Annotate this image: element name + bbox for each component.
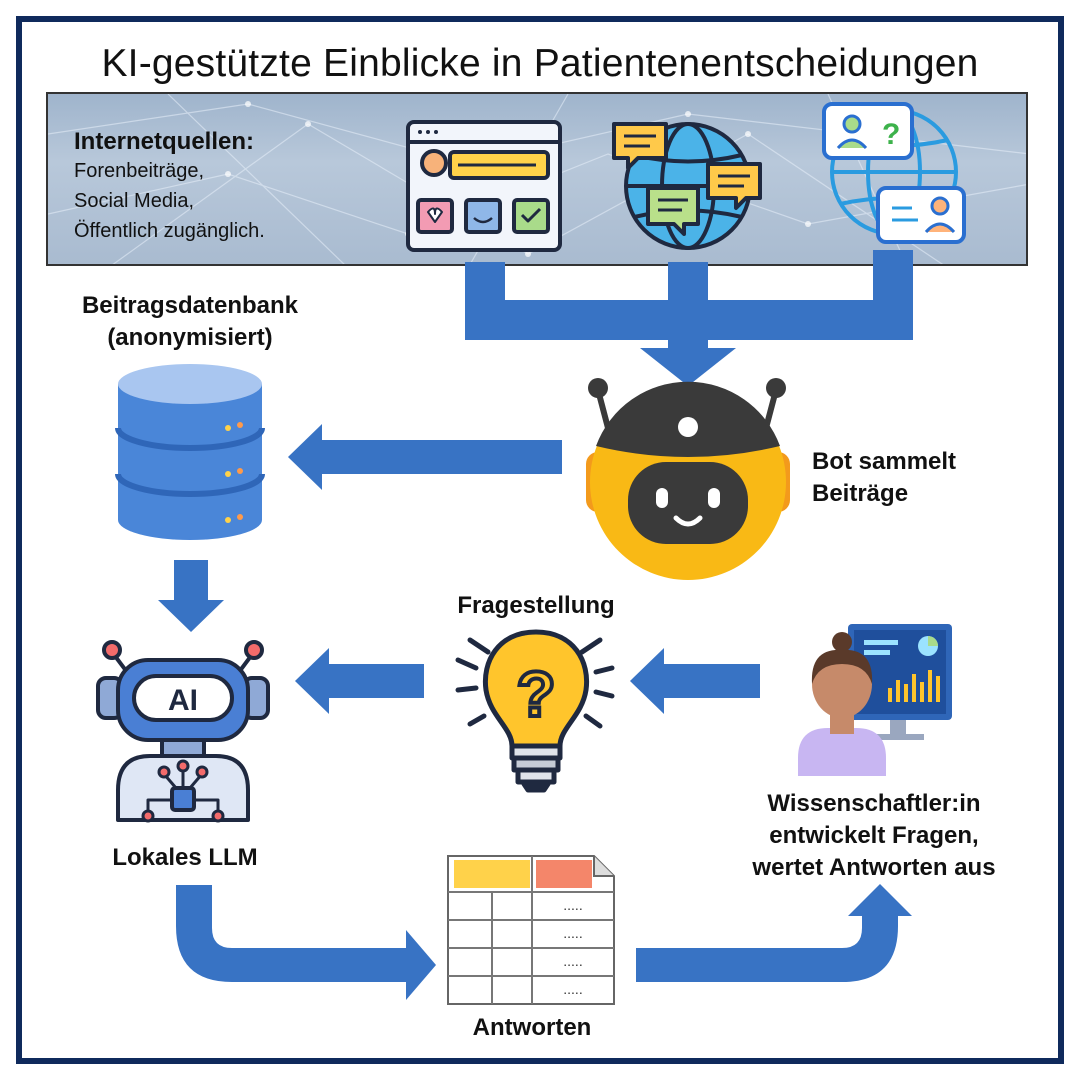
question-label: Fragestellung bbox=[457, 592, 615, 619]
globe-profile-icon: ? bbox=[822, 102, 966, 244]
scientist-label-line2: entwickelt Fragen, bbox=[769, 822, 979, 849]
database-label: Beitragsdatenbank (anonymisiert) bbox=[40, 290, 340, 354]
svg-text:?: ? bbox=[882, 118, 900, 151]
robot-icon bbox=[586, 378, 790, 580]
arrow-llm-to-answers bbox=[176, 885, 436, 1000]
question-mark-glyph: ? bbox=[516, 658, 555, 730]
table-cell-dots: ..... bbox=[563, 953, 582, 969]
answer-table-icon bbox=[447, 855, 615, 1005]
source-line-social: Social Media, bbox=[74, 190, 195, 212]
database-label-line1: Beitragsdatenbank bbox=[81, 292, 299, 319]
scientist-label-line1: Wissenschaftler:in bbox=[767, 790, 981, 817]
answers-label: Antworten bbox=[472, 1014, 592, 1041]
source-line-forum: Forenbeiträge, bbox=[74, 160, 205, 182]
arrow-answers-to-scientist bbox=[636, 884, 912, 982]
database-label-line2: (anonymisiert) bbox=[107, 324, 273, 351]
arrow-database-to-llm bbox=[158, 560, 224, 632]
web-page-feedback-icon bbox=[406, 120, 562, 252]
llm-label: Lokales LLM bbox=[112, 844, 258, 871]
arrow-question-to-llm bbox=[295, 648, 424, 714]
bot-label: Bot sammelt Beiträge bbox=[812, 446, 1032, 510]
table-cell-dots: ..... bbox=[563, 981, 582, 997]
bot-label-line2: Beiträge bbox=[812, 480, 909, 507]
globe-chat-icon bbox=[612, 122, 762, 250]
table-cell-dots: ..... bbox=[563, 925, 582, 941]
arrow-scientist-to-question bbox=[630, 648, 760, 714]
ai-robot-icon bbox=[96, 640, 270, 823]
scientist-dashboard-icon bbox=[798, 624, 952, 776]
lightbulb-question-icon bbox=[455, 629, 615, 793]
database-icon bbox=[115, 364, 265, 540]
merge-arrow bbox=[465, 250, 913, 386]
ai-chip-label: AI bbox=[168, 684, 198, 717]
arrow-bot-to-database bbox=[288, 424, 562, 490]
table-cell-dots: ..... bbox=[563, 897, 582, 913]
diagram-title: KI-gestützte Einblicke in Patientenentsc… bbox=[101, 42, 979, 85]
sources-heading: Internetquellen: bbox=[74, 128, 255, 155]
bot-label-line1: Bot sammelt bbox=[812, 448, 957, 475]
scientist-label: Wissenschaftler:in entwickelt Fragen, we… bbox=[716, 788, 1032, 884]
source-line-public: Öffentlich zugänglich. bbox=[74, 220, 265, 242]
scientist-label-line3: wertet Antworten aus bbox=[752, 854, 996, 881]
